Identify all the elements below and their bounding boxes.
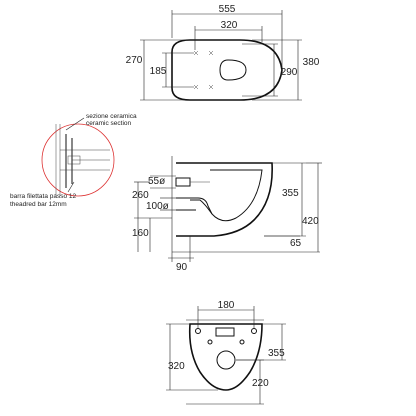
- dim-185: 185: [150, 66, 167, 77]
- label-threaded-bar-en: theadred bar 12mm: [10, 201, 67, 208]
- dim-160: 160: [132, 228, 149, 239]
- dim-290: 290: [281, 67, 298, 78]
- side-view: 55ø 260 100ø 160 90 355 420 65: [132, 156, 322, 273]
- side-view-bowl-outline: [176, 162, 273, 237]
- dim-220: 220: [252, 378, 269, 389]
- dim-355-back: 355: [268, 348, 285, 359]
- dim-260: 260: [132, 190, 149, 201]
- back-view-inlet: [215, 327, 235, 337]
- detail-callout: sezione ceramica ceramic section barra f…: [10, 113, 137, 208]
- top-view: 555 320 270 185 290 380: [126, 4, 320, 101]
- top-view-fixing-holes: [193, 50, 214, 90]
- label-ceramic-section-en: ceramic section: [86, 120, 132, 127]
- dim-180: 180: [218, 300, 235, 311]
- dim-555: 555: [219, 4, 236, 15]
- top-view-bowl-outline: [171, 39, 283, 101]
- side-view-inlet: [175, 177, 191, 187]
- back-view-outlet: [216, 350, 236, 370]
- dim-100: 100ø: [146, 201, 169, 212]
- dim-380: 380: [303, 57, 320, 68]
- label-ceramic-section-it: sezione ceramica: [86, 113, 137, 120]
- dim-90: 90: [176, 262, 188, 273]
- dim-270: 270: [126, 55, 143, 66]
- detail-circle: [41, 123, 115, 197]
- dim-320-back: 320: [168, 361, 185, 372]
- dim-420: 420: [302, 216, 319, 227]
- dim-55: 55ø: [148, 176, 165, 187]
- side-view-bowl-inner: [190, 169, 263, 222]
- label-threaded-bar-it: barra filettata passo 12: [10, 193, 77, 200]
- top-view-opening: [219, 59, 247, 81]
- dim-320-top: 320: [221, 20, 238, 31]
- back-view-outline: [188, 323, 263, 391]
- dim-65: 65: [290, 238, 302, 249]
- back-view: 180 355 320 220: [166, 300, 286, 405]
- dim-355-side: 355: [282, 188, 299, 199]
- side-view-outlet: [176, 197, 213, 215]
